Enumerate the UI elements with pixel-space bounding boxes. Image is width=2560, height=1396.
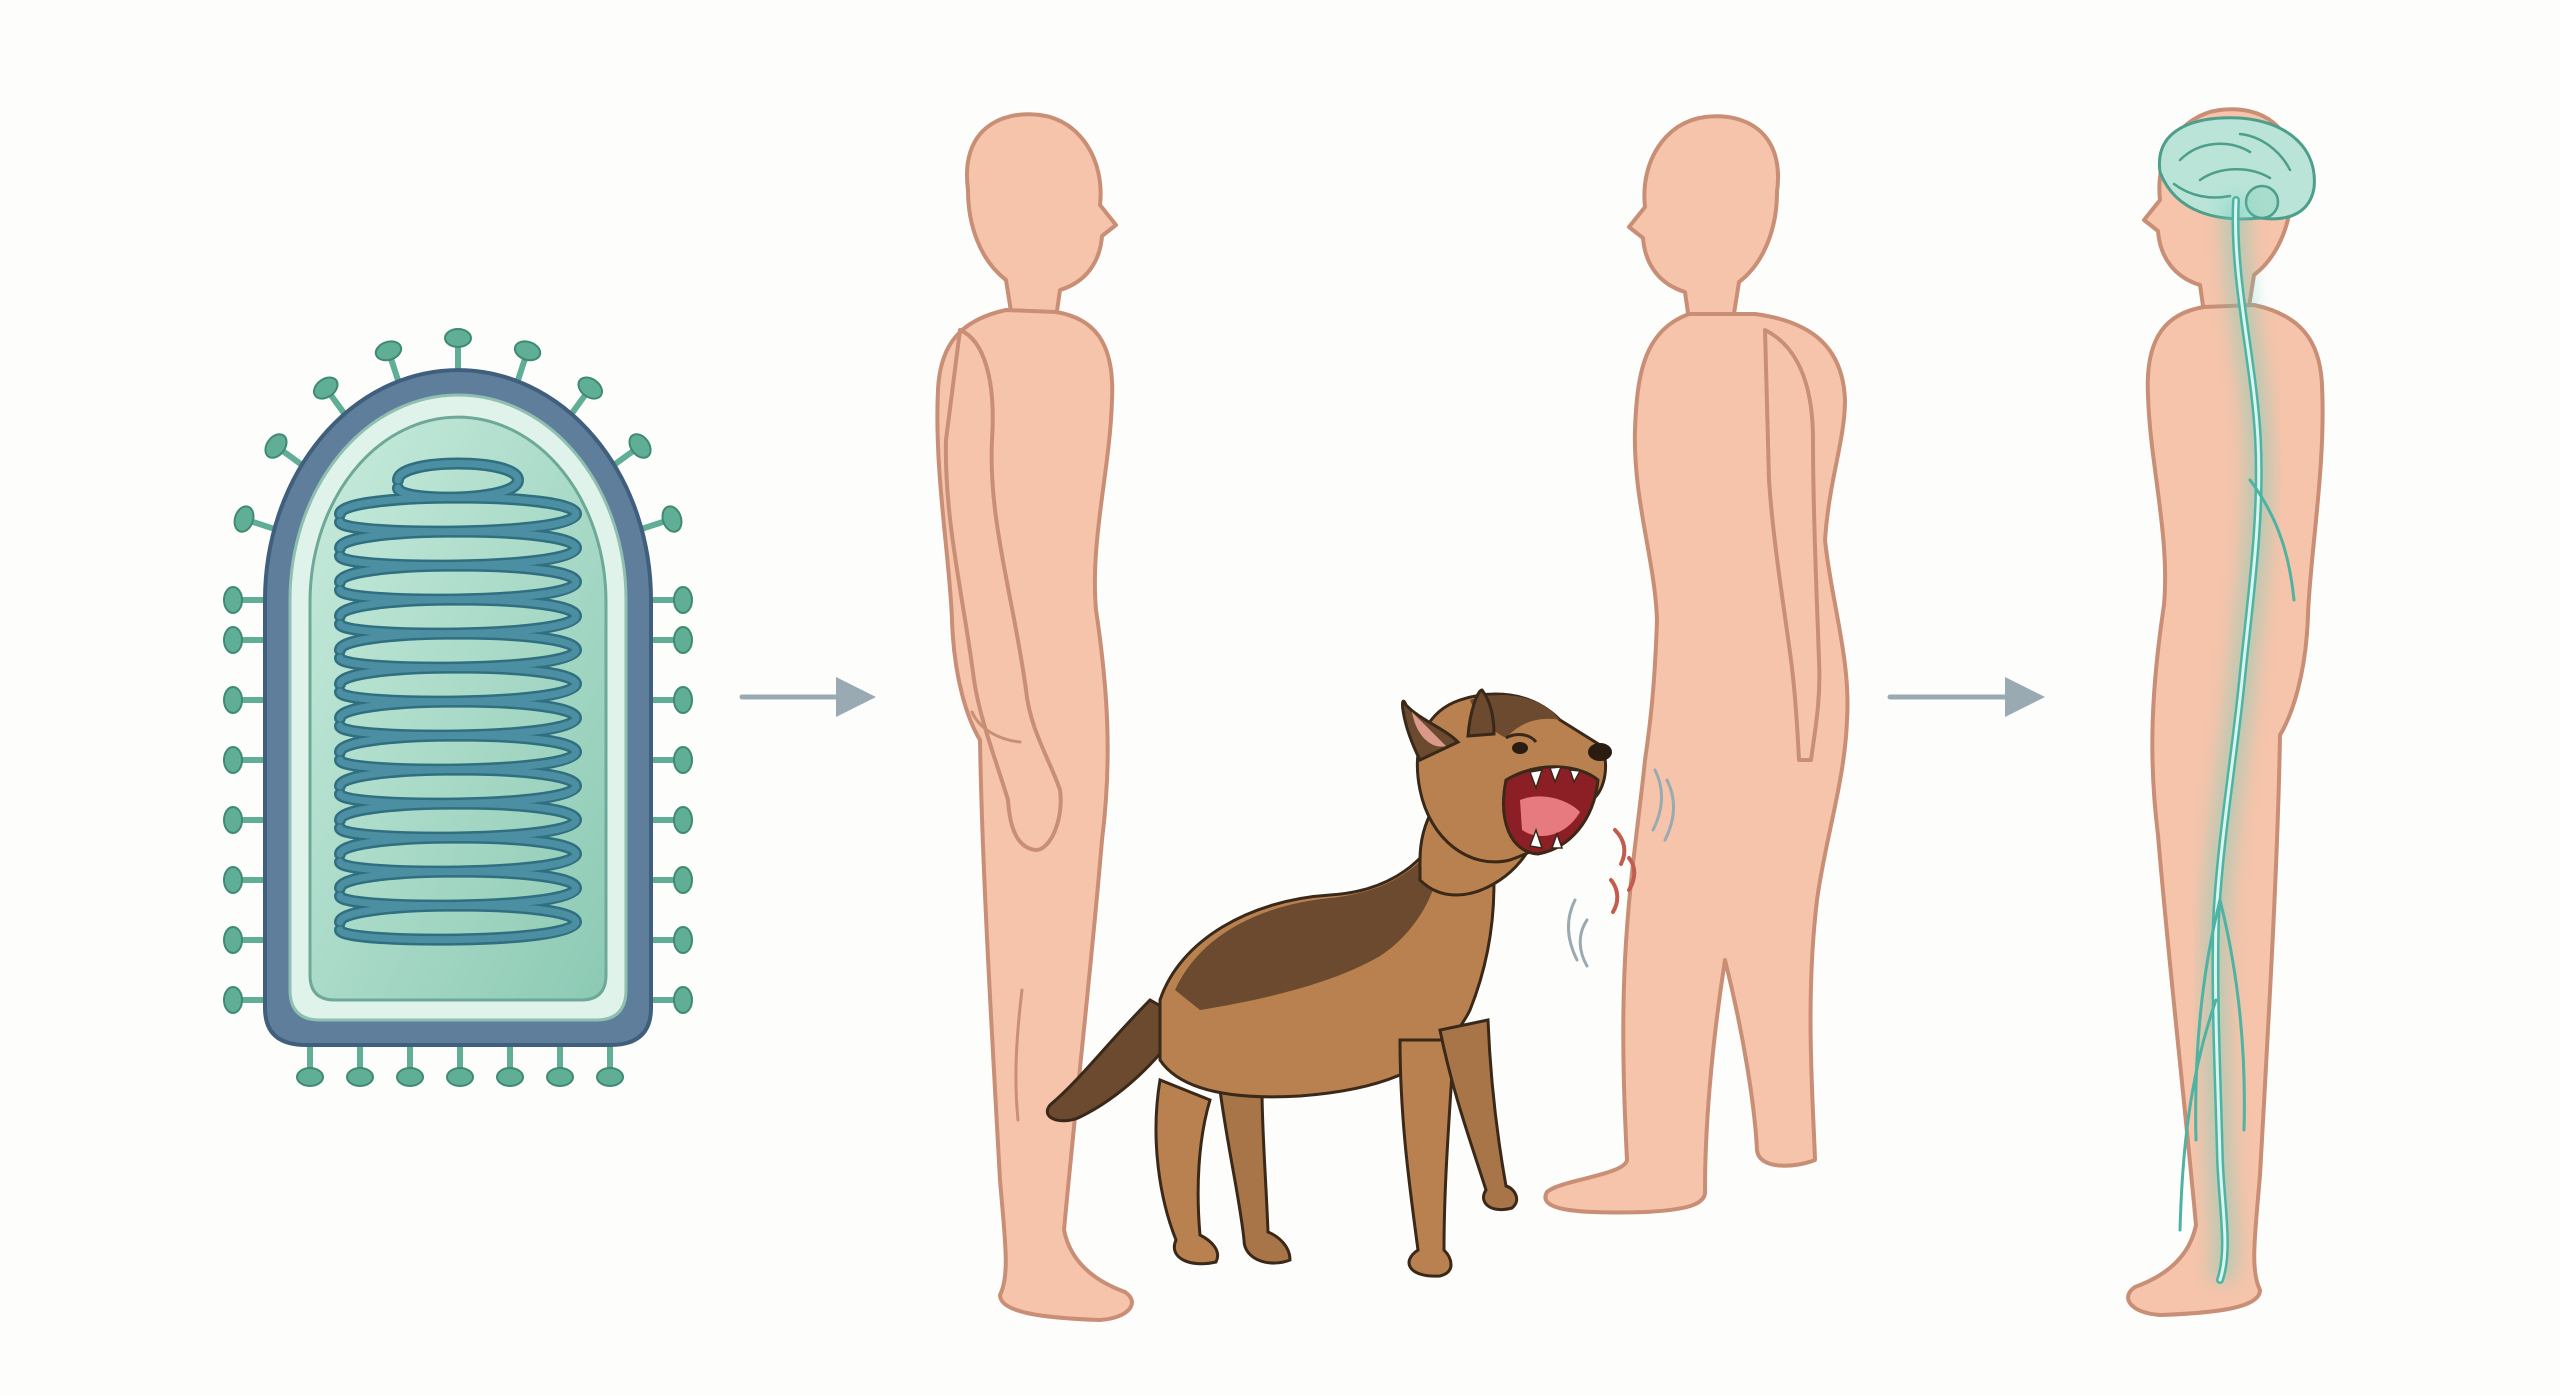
virus-spike bbox=[264, 433, 305, 468]
virus-spike bbox=[223, 806, 268, 834]
virus-spike bbox=[223, 926, 268, 954]
virus-rna-coil bbox=[334, 457, 583, 946]
virus-spike bbox=[223, 866, 268, 894]
virus-spike bbox=[546, 1042, 574, 1087]
healthy-person-icon bbox=[935, 112, 1134, 1322]
virus-spike bbox=[568, 376, 604, 417]
virus-spike bbox=[648, 586, 693, 614]
bitten-person-icon bbox=[1543, 114, 1850, 1215]
virus-spike bbox=[648, 746, 693, 774]
virus-spikes bbox=[223, 328, 693, 1087]
virus-spike bbox=[648, 926, 693, 954]
virus-spike bbox=[223, 626, 268, 654]
virus-spike bbox=[346, 1042, 374, 1087]
spinal-cord bbox=[2178, 196, 2296, 1285]
virus-spike bbox=[611, 433, 652, 468]
virus-spike bbox=[513, 340, 542, 385]
arrow-right-icon bbox=[739, 677, 876, 717]
pain-motion-lines bbox=[1566, 768, 1676, 968]
virus-spike bbox=[223, 686, 268, 714]
virus-spike bbox=[648, 806, 693, 834]
virus-spike bbox=[446, 1042, 474, 1087]
dog-biting-icon bbox=[1046, 688, 1612, 1278]
virus-spike bbox=[648, 866, 693, 894]
virus-particle-icon bbox=[223, 328, 693, 1087]
virus-spike bbox=[233, 505, 278, 533]
virus-spike bbox=[223, 746, 268, 774]
virus-spike bbox=[496, 1042, 524, 1087]
virus-spike bbox=[596, 1042, 624, 1087]
virus-spike bbox=[223, 586, 268, 614]
virus-spike bbox=[648, 986, 693, 1014]
virus-spike bbox=[648, 686, 693, 714]
virus-spike bbox=[638, 505, 683, 533]
virus-spike bbox=[396, 1042, 424, 1087]
arrow-right-icon bbox=[1887, 677, 2045, 717]
nervous-system-person-icon bbox=[2126, 107, 2325, 1317]
virus-spike bbox=[648, 626, 693, 654]
brain-icon bbox=[2157, 116, 2316, 221]
virus-spike bbox=[374, 340, 403, 385]
virus-spike bbox=[296, 1042, 324, 1087]
virus-spike bbox=[223, 986, 268, 1014]
virus-spike bbox=[444, 328, 472, 373]
bite-wound bbox=[1609, 828, 1637, 914]
virus-spike bbox=[312, 376, 348, 417]
rna-strand bbox=[336, 460, 580, 944]
